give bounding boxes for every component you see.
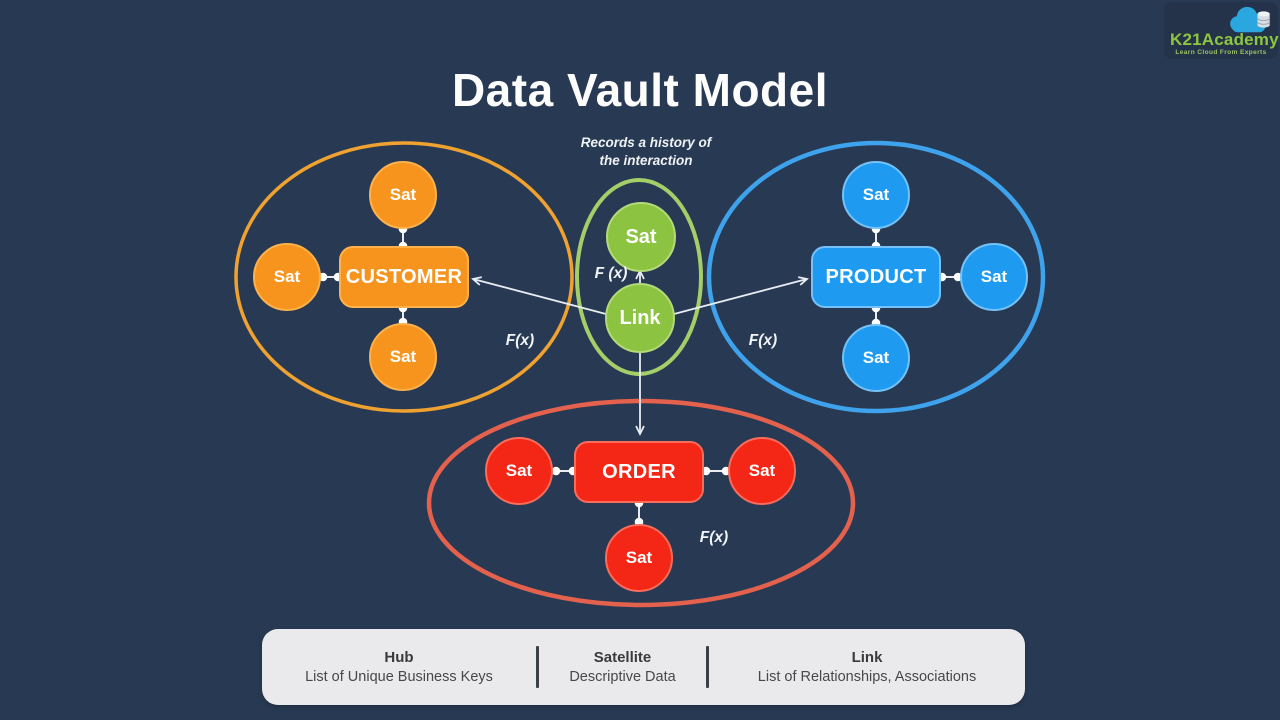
product-sat-right-node: Sat (960, 243, 1028, 311)
legend-bar: Hub List of Unique Business Keys Satelli… (262, 629, 1025, 705)
page-title: Data Vault Model (451, 63, 829, 116)
order-hub-node: ORDER (574, 441, 704, 503)
order-sat-right-node: Sat (728, 437, 796, 505)
logo: K21Academy Learn Cloud From Experts (1164, 2, 1279, 59)
order-sat-bottom-node: Sat (605, 524, 673, 592)
link-node: Link (605, 283, 675, 353)
legend-hub-desc: List of Unique Business Keys (305, 669, 493, 685)
legend-divider (536, 646, 539, 688)
legend-item-satellite: Satellite Descriptive Data (539, 649, 706, 685)
order-sat-left-node: Sat (485, 437, 553, 505)
product-sat-bottom-node: Sat (842, 324, 910, 392)
interaction-note: Records a history of the interaction (581, 134, 712, 170)
link-arrows (471, 268, 809, 437)
legend-satellite-title: Satellite (593, 649, 652, 666)
product-boundary-ellipse (706, 140, 1046, 414)
customer-sat-top-node: Sat (369, 161, 437, 229)
customer-sat-left-node: Sat (253, 243, 321, 311)
interaction-fx-label: F (x) (594, 265, 628, 282)
logo-tagline: Learn Cloud From Experts (1175, 49, 1267, 56)
product-hub-node: PRODUCT (811, 246, 941, 308)
customer-boundary-ellipse (234, 141, 574, 413)
interaction-note-line2: the interaction (599, 153, 693, 168)
order-fx-label: F(x) (699, 529, 729, 546)
legend-item-link: Link List of Relationships, Associations (709, 649, 1025, 685)
customer-fx-label: F(x) (505, 332, 535, 349)
customer-sat-bottom-node: Sat (369, 323, 437, 391)
legend-divider (706, 646, 709, 688)
customer-hub-node: CUSTOMER (339, 246, 469, 308)
order-boundary-ellipse (426, 398, 856, 608)
legend-link-title: Link (851, 649, 883, 666)
logo-brand: K21Academy (1170, 30, 1279, 49)
product-fx-label: F(x) (748, 332, 778, 349)
legend-item-hub: Hub List of Unique Business Keys (262, 649, 536, 685)
cloud-database-icon (1230, 6, 1271, 33)
legend-satellite-desc: Descriptive Data (569, 669, 676, 685)
legend-link-desc: List of Relationships, Associations (757, 669, 977, 685)
product-sat-top-node: Sat (842, 161, 910, 229)
interaction-note-line1: Records a history of (580, 135, 712, 150)
interaction-sat-node: Sat (606, 202, 676, 272)
legend-hub-title: Hub (384, 649, 414, 666)
interaction-boundary-ellipse (575, 178, 703, 376)
